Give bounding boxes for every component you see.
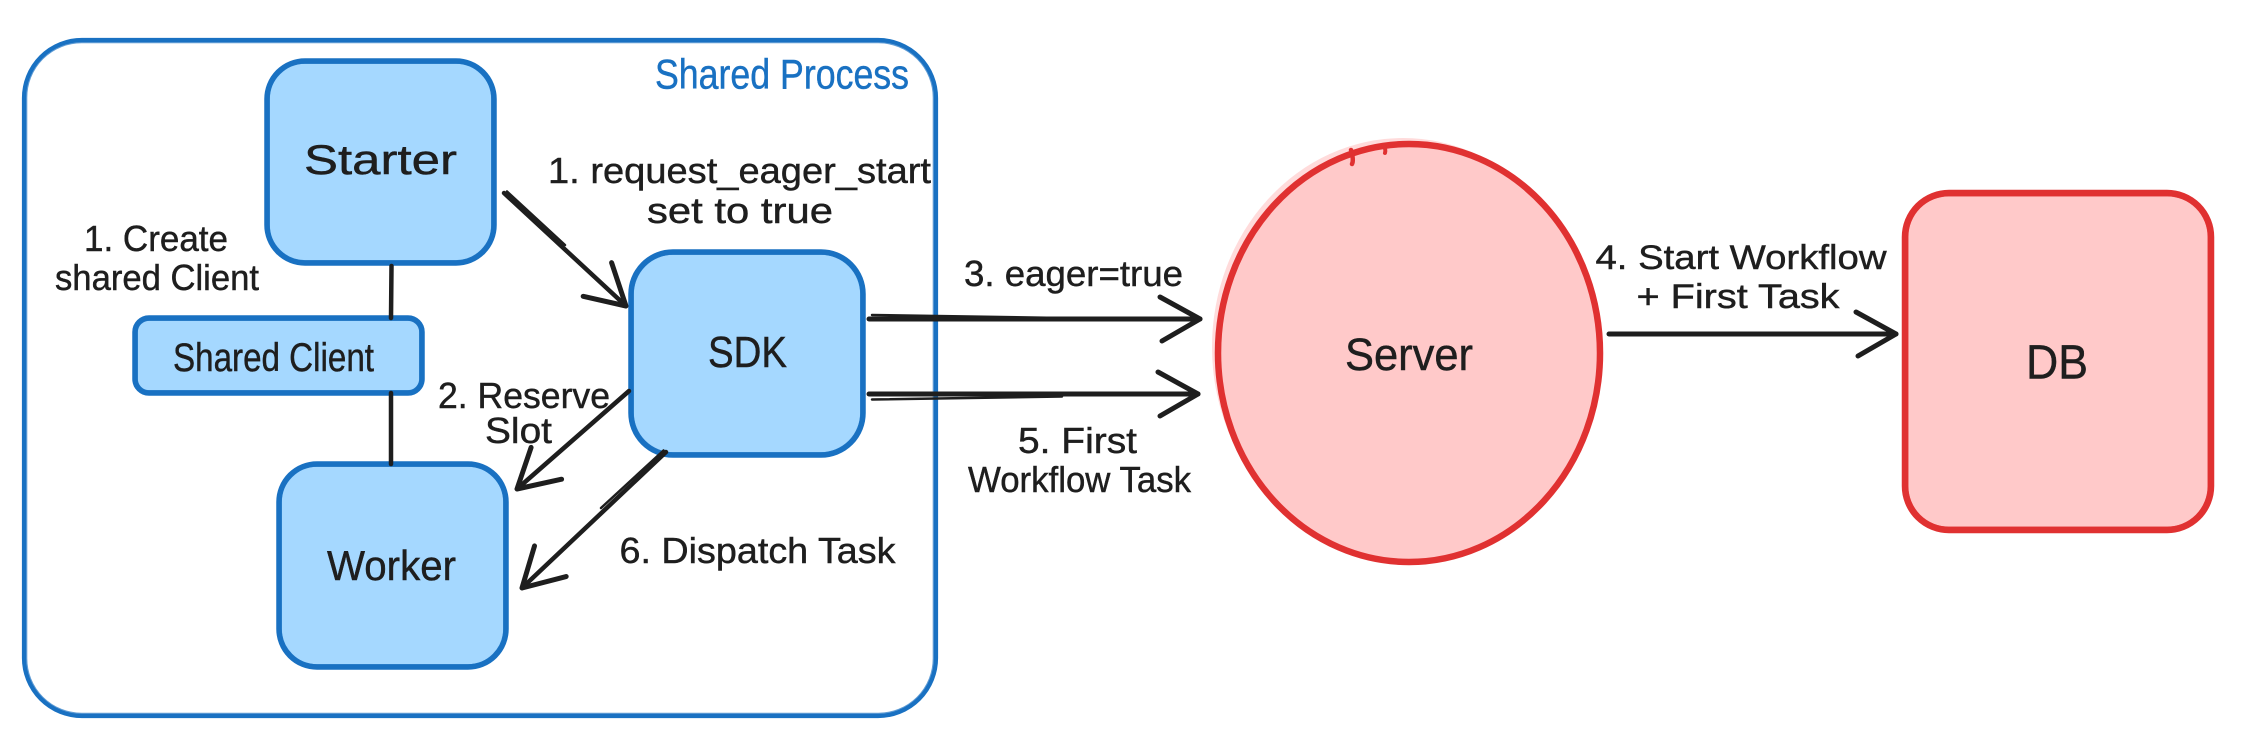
svg-text:5. First: 5. First: [1018, 420, 1137, 461]
svg-text:DB: DB: [2026, 337, 2088, 390]
svg-text:+ First Task: + First Task: [1637, 278, 1841, 316]
svg-text:SDK: SDK: [708, 328, 787, 377]
svg-text:1. Create: 1. Create: [84, 218, 228, 259]
svg-text:Server: Server: [1345, 329, 1473, 380]
svg-text:Shared Client: Shared Client: [173, 336, 374, 380]
svg-text:Slot: Slot: [485, 410, 552, 451]
svg-text:Worker: Worker: [327, 542, 456, 589]
svg-text:3. eager=true: 3. eager=true: [964, 253, 1183, 294]
svg-text:set to true: set to true: [647, 190, 833, 231]
svg-text:Starter: Starter: [304, 136, 457, 183]
svg-text:shared Client: shared Client: [55, 257, 259, 298]
svg-text:2. Reserve: 2. Reserve: [438, 375, 610, 416]
svg-text:Shared Process: Shared Process: [655, 51, 909, 98]
svg-text:Workflow Task: Workflow Task: [968, 459, 1192, 500]
svg-text:4. Start Workflow: 4. Start Workflow: [1596, 239, 1887, 277]
svg-text:6. Dispatch Task: 6. Dispatch Task: [620, 530, 897, 571]
svg-text:1. request_eager_start: 1. request_eager_start: [548, 150, 931, 191]
